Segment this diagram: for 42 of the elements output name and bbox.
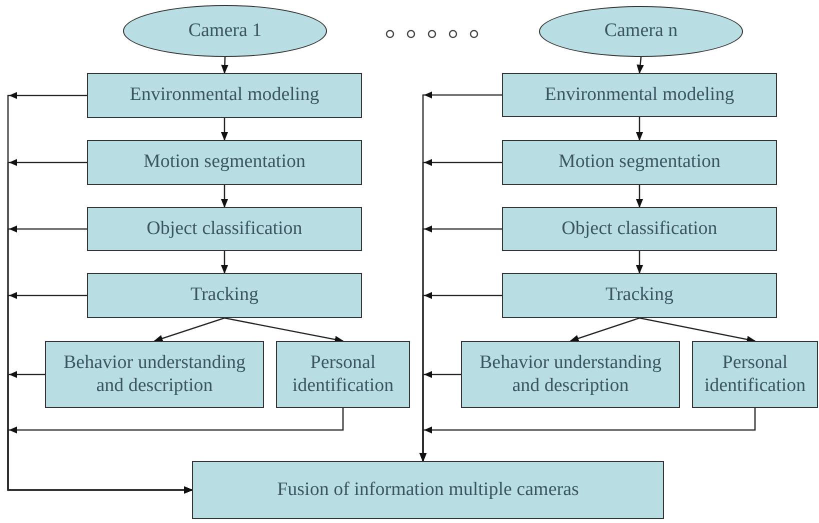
node-label: Camera 1 (188, 20, 262, 42)
process-box (502, 140, 777, 185)
arrow (221, 56, 228, 74)
node-label: Behavior understanding and description (62, 352, 247, 398)
arrow (224, 317, 344, 344)
arrow (639, 317, 756, 343)
node-label: Fusion of information multiple cameras (277, 478, 579, 502)
process-box (87, 140, 362, 185)
process-box (87, 273, 362, 318)
process-box (502, 273, 777, 318)
arrow (636, 251, 644, 274)
process-box (192, 461, 664, 519)
node-label: Tracking (190, 284, 258, 307)
process-box (692, 341, 818, 408)
process-box (276, 341, 410, 408)
node-label: Motion segmentation (143, 151, 306, 174)
arrow (220, 118, 228, 141)
arrow (154, 317, 225, 342)
node-label: Object classification (146, 218, 302, 240)
node-label: Environmental modeling (544, 84, 734, 106)
arrow (570, 317, 640, 342)
node-label: Tracking (606, 284, 674, 307)
process-box (461, 341, 680, 408)
node-label: Behavior understanding and description (478, 352, 663, 398)
process-box (502, 207, 777, 251)
arrow (636, 56, 644, 74)
arrow (220, 185, 228, 208)
arrow (7, 408, 344, 494)
arrow (419, 408, 756, 462)
process-box (87, 73, 362, 118)
node-label: Object classification (562, 218, 718, 240)
arrow (636, 117, 644, 141)
arrow (636, 185, 644, 208)
node-label: Personal identification (703, 352, 807, 398)
node-label: Motion segmentation (558, 151, 720, 174)
process-box (502, 73, 777, 117)
process-box (87, 207, 362, 251)
node-label: Personal identification (291, 352, 395, 398)
node-label: Environmental modeling (130, 84, 320, 107)
arrow (220, 251, 228, 274)
process-box (45, 341, 264, 408)
node-label: Camera n (604, 20, 678, 43)
